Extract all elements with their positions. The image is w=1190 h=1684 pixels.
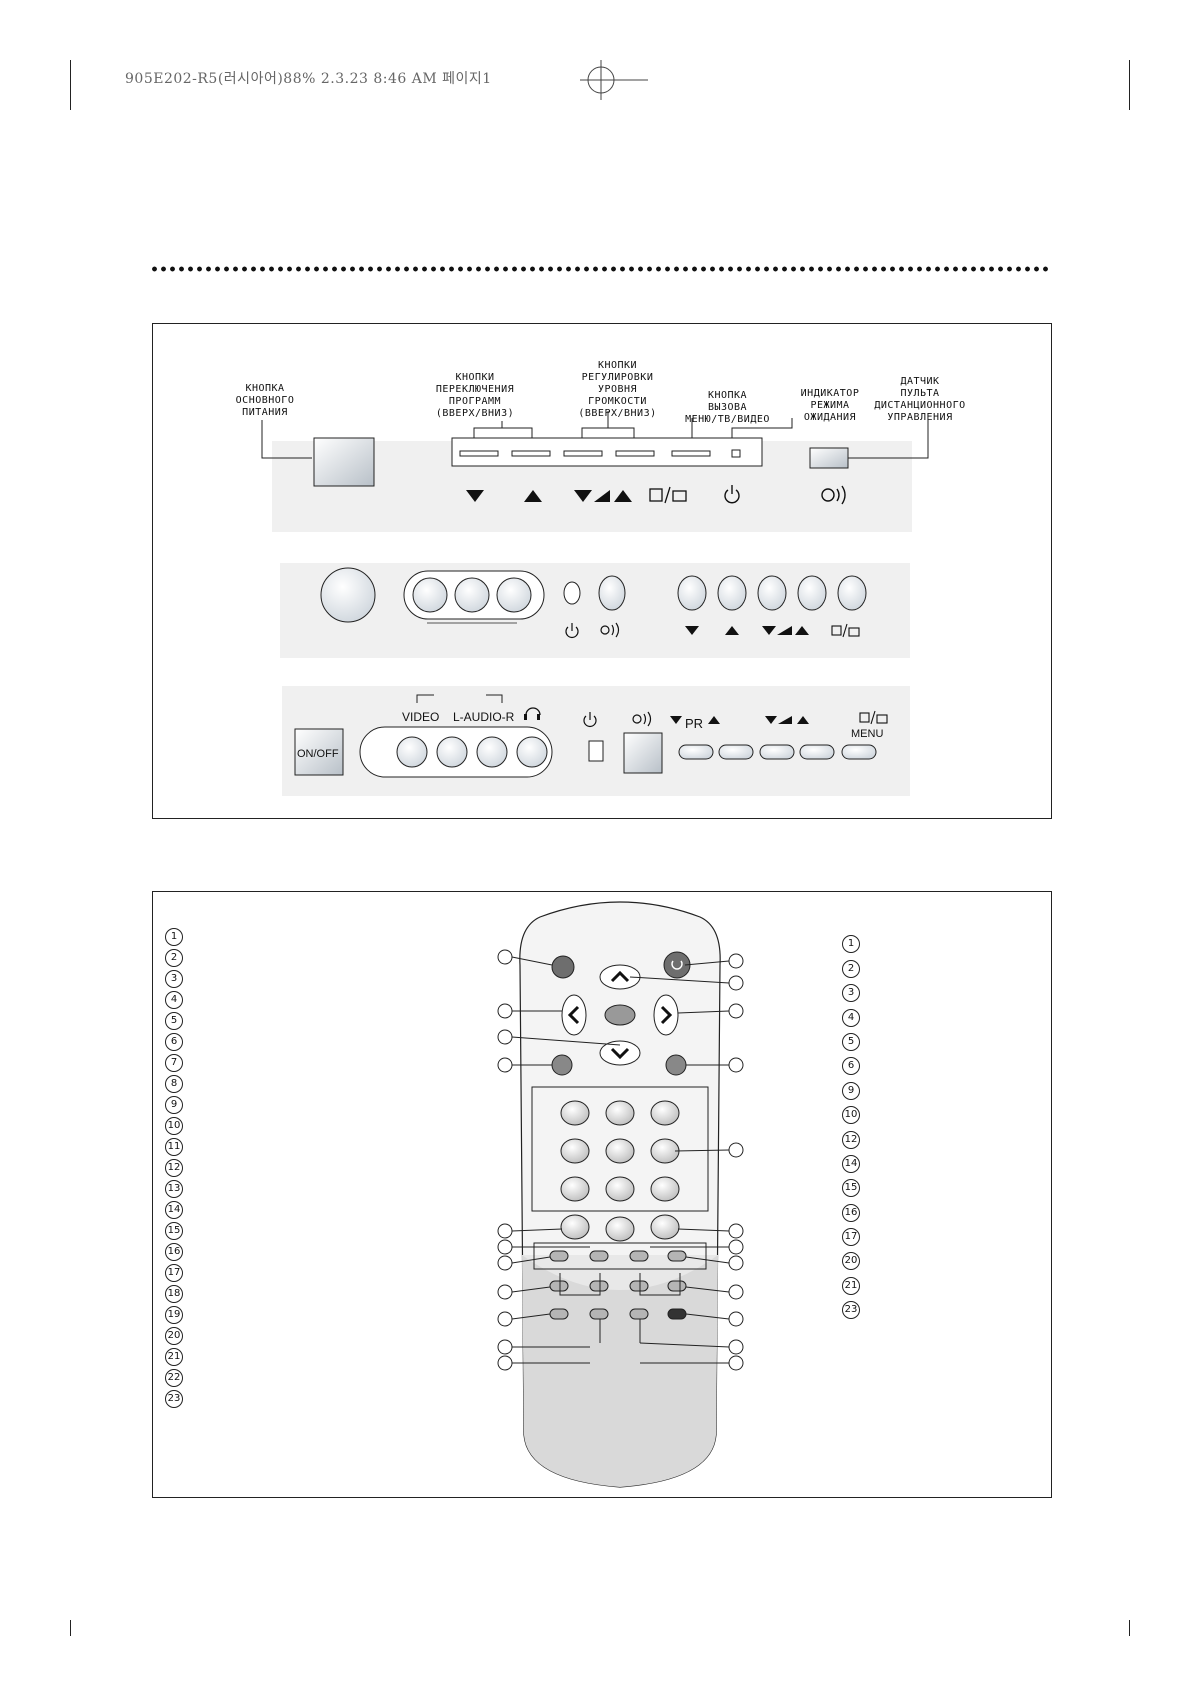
audio-label: L-AUDIO-R bbox=[453, 710, 515, 724]
onoff-label: ON/OFF bbox=[297, 748, 339, 760]
crop-mark bbox=[70, 1620, 71, 1636]
remote-control bbox=[519, 901, 721, 1488]
crop-mark bbox=[70, 60, 71, 110]
print-info: 905E202-R5(러시아어)88% 2.3.23 8:46 AM 페이지1 bbox=[125, 71, 492, 87]
crop-mark bbox=[1129, 60, 1130, 110]
video-label: VIDEO bbox=[402, 710, 440, 724]
dotted-divider bbox=[150, 266, 1050, 272]
registration-mark bbox=[580, 60, 648, 100]
menu-label: MENU bbox=[851, 728, 884, 740]
remote-callouts bbox=[497, 949, 744, 1371]
front-panel-1 bbox=[261, 411, 929, 796]
crop-mark bbox=[1129, 1620, 1130, 1636]
pr-label: PR bbox=[685, 716, 704, 731]
